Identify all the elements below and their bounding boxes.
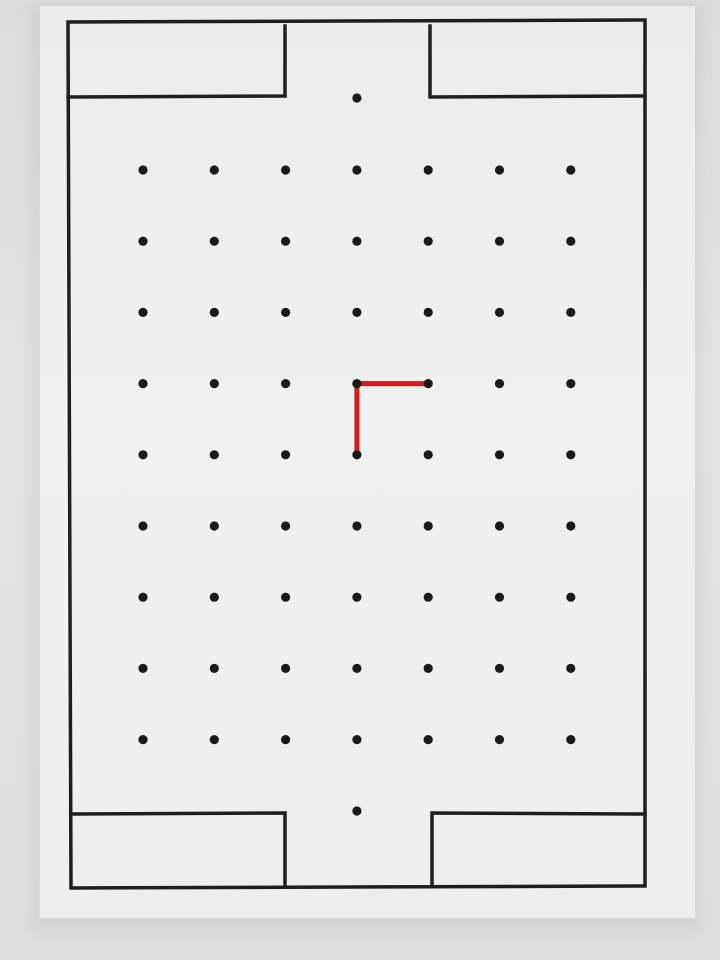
grid-dot-r6-c2[interactable] — [281, 592, 291, 602]
grid-dot-r1-c4[interactable] — [423, 236, 433, 246]
grid-dot-r1-c5[interactable] — [494, 236, 505, 246]
grid-dot-r0-c0[interactable] — [138, 165, 148, 175]
grid-dot-r3-c4[interactable] — [423, 379, 433, 389]
grid-dot-r1-c0[interactable] — [138, 236, 148, 246]
grid-dot-r2-c0[interactable] — [138, 307, 148, 317]
grid-dot-r3-c5[interactable] — [494, 379, 505, 389]
grid-dot-r4-c4[interactable] — [423, 450, 433, 460]
grid-dot-r3-c0[interactable] — [138, 379, 148, 389]
grid-dot-r0-c5[interactable] — [494, 165, 505, 175]
bottom-goal-line — [69, 811, 647, 888]
grid-dot-r3-c6[interactable] — [566, 379, 576, 389]
grid-dot-r0-c3[interactable] — [352, 165, 362, 175]
grid-dot-r6-c3[interactable] — [352, 592, 362, 602]
grid-dot-r8-c0[interactable] — [138, 735, 148, 745]
grid-dot-r4-c5[interactable] — [494, 450, 505, 460]
grid-dot-r7-c6[interactable] — [566, 663, 576, 674]
grid-dot-r5-c5[interactable] — [494, 521, 505, 531]
paper-sheet — [40, 6, 695, 918]
grid-dot-r0-c2[interactable] — [281, 165, 291, 175]
grid-dot-r4-c0[interactable] — [138, 450, 148, 460]
grid-dot-r0-c4[interactable] — [423, 165, 433, 175]
grid-dot-r3-c3[interactable] — [352, 379, 362, 389]
move-path — [354, 381, 431, 458]
grid-dot-r7-c0[interactable] — [138, 663, 148, 674]
grid-dot-r6-c1[interactable] — [209, 592, 219, 602]
grid-dot-r1-c6[interactable] — [566, 236, 576, 246]
grid-dot-r5-c6[interactable] — [566, 521, 576, 531]
grid-dot-r2-c3[interactable] — [352, 307, 362, 317]
grid-dot-r0-c6[interactable] — [566, 165, 576, 175]
grid-dots — [138, 93, 576, 816]
grid-dot-r0-c1[interactable] — [209, 165, 219, 175]
grid-dot-r4-c3[interactable] — [352, 450, 362, 460]
top-goal-dot[interactable] — [352, 93, 362, 103]
grid-dot-r2-c1[interactable] — [209, 307, 219, 317]
outer-frame — [66, 18, 647, 890]
grid-dot-r7-c4[interactable] — [423, 663, 433, 674]
grid-dot-r5-c3[interactable] — [352, 521, 362, 531]
grid-dot-r1-c2[interactable] — [281, 236, 291, 246]
grid-dot-r6-c4[interactable] — [423, 592, 433, 602]
grid-dot-r5-c4[interactable] — [423, 521, 433, 531]
grid-dot-r1-c3[interactable] — [352, 236, 362, 246]
grid-dot-r4-c2[interactable] — [281, 450, 291, 460]
top-goal-line — [66, 24, 647, 99]
grid-dot-r3-c1[interactable] — [209, 379, 219, 389]
grid-dot-r8-c5[interactable] — [494, 735, 505, 745]
grid-dot-r6-c0[interactable] — [138, 592, 148, 602]
grid-dot-r2-c4[interactable] — [423, 307, 433, 317]
grid-dot-r2-c2[interactable] — [281, 307, 291, 317]
grid-dot-r5-c1[interactable] — [209, 521, 219, 531]
grid-dot-r6-c5[interactable] — [494, 592, 505, 602]
grid-dot-r8-c6[interactable] — [566, 735, 576, 745]
bottom-goal-dot[interactable] — [352, 806, 362, 816]
grid-dot-r1-c1[interactable] — [209, 236, 219, 246]
grid-dot-r6-c6[interactable] — [566, 592, 576, 602]
grid-dot-r4-c6[interactable] — [566, 450, 576, 460]
grid-dot-r8-c2[interactable] — [281, 735, 291, 745]
grid-dot-r5-c0[interactable] — [138, 521, 148, 531]
grid-dot-r4-c1[interactable] — [209, 450, 219, 460]
field-outline — [66, 18, 647, 890]
grid-dot-r8-c3[interactable] — [352, 735, 362, 745]
grid-dot-r7-c3[interactable] — [352, 663, 362, 674]
grid-dot-r3-c2[interactable] — [281, 379, 291, 389]
grid-dot-r7-c2[interactable] — [281, 663, 291, 674]
grid-dot-r8-c4[interactable] — [423, 735, 433, 745]
grid-dot-r8-c1[interactable] — [209, 735, 219, 745]
grid-dot-r7-c1[interactable] — [209, 663, 219, 674]
grid-dot-r2-c5[interactable] — [494, 307, 505, 317]
grid-dot-r5-c2[interactable] — [281, 521, 291, 531]
grid-dot-r7-c5[interactable] — [494, 663, 505, 674]
grid-dot-r2-c6[interactable] — [566, 307, 576, 317]
